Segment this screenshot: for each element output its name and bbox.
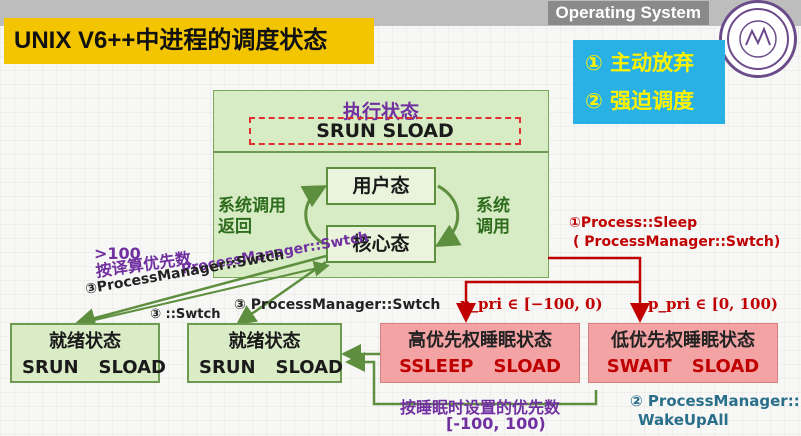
arrow-to-high-sleep [456,280,640,323]
kernel-mode-box: 核心态 [326,225,436,263]
arrow-to-low-sleep [548,256,650,323]
wakeup-label: ② ProcessManager:: [630,392,800,410]
ready-state-box-1: 就绪状态 SRUN SLOAD [10,323,166,383]
exec-state-flags: SRUN SLOAD [249,117,521,145]
p-pri-high-label: p_pri ∈ [−100, 0) [460,295,603,313]
ready-state-1-flag2: SLOAD [98,357,166,378]
circle3-mid-label: ③ ProcessManager::Swtch [234,297,441,313]
low-priority-sleep-box: 低优先权睡眠状态 SWAIT SLOAD [588,323,778,383]
set-priority-label: 按睡眠时设置的优先数 [400,398,561,417]
legend-item-voluntary: ① 主动放弃 [585,51,695,75]
exec-state-divider [213,151,549,153]
high-sleep-flag2: SLOAD [493,356,561,377]
low-sleep-flag1: SWAIT [606,356,672,377]
arrow-syscall [434,184,462,248]
ready-state-box-2: 就绪状态 SRUN SLOAD [187,323,343,383]
arrow-syscall-return [300,185,328,246]
arrow-to-ready1 [75,254,327,328]
sleep-call-sub-label: ( ProcessManager::Swtch) [573,234,781,250]
syscall-label: 系统 调用 [476,196,510,237]
arrow-ready1-to-kernel [85,260,330,323]
legend-box: ① 主动放弃 ② 强迫调度 [573,40,725,124]
page-title: UNIX V6++中进程的调度状态 [4,18,374,64]
ready-state-1-flag1: SRUN [22,357,79,378]
circle3-short-label: ③ ::Swtch [150,307,221,322]
logo-seal-icon [727,8,789,70]
ready-state-2-flag2: SLOAD [275,357,343,378]
ready-state-2-name: 就绪状态 [228,331,301,352]
syscall-return-label: 系统调用 返回 [218,196,286,237]
ready-state-2-flag1: SRUN [199,357,256,378]
course-label: Operating System [547,1,709,25]
high-priority-sleep-box: 高优先权睡眠状态 SSLEEP SLOAD [380,323,580,383]
ready-state-1-name: 就绪状态 [49,331,121,352]
arrow-to-ready2 [235,260,327,325]
low-sleep-name: 低优先权睡眠状态 [611,330,755,351]
high-sleep-flag1: SSLEEP [399,356,474,377]
low-sleep-flag2: SLOAD [691,356,760,377]
high-sleep-name: 高优先权睡眠状态 [408,330,552,351]
sleep-call-label: ①Process::Sleep [569,215,698,231]
legend-item-forced: ② 强迫调度 [585,89,695,113]
wakeup-label-2: WakeUpAll [638,411,729,429]
user-mode-box: 用户态 [326,167,436,205]
university-logo [719,0,797,78]
set-priority-range-label: [-100, 100) [446,414,546,433]
arrow-wakeup-path [345,352,598,406]
p-pri-low-label: p_pri ∈ [0, 100) [648,295,779,313]
over100-label: >100 [94,244,141,263]
